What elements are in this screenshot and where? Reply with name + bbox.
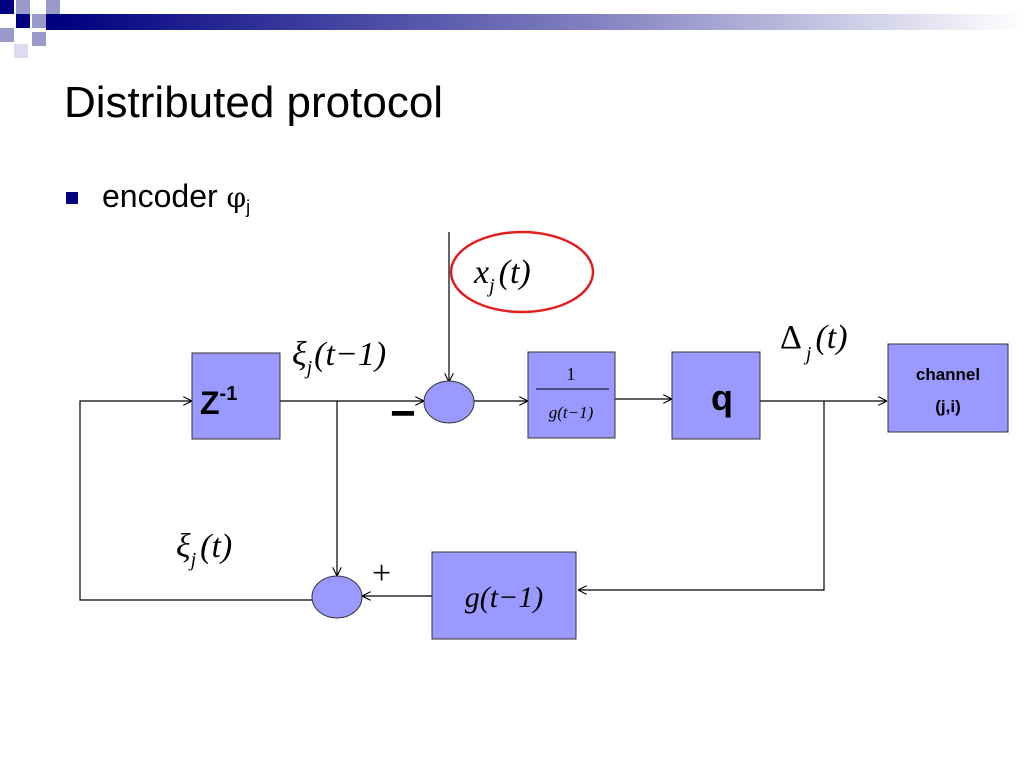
input-highlight-circle <box>449 230 595 314</box>
channel-block: channel (j,i) <box>887 343 1009 433</box>
summing-junction-1 <box>423 380 475 424</box>
header-gradient-bar <box>60 14 1024 30</box>
feedback-gain-label: g(t−1) <box>465 581 544 614</box>
state-loop-arrow <box>79 401 312 601</box>
gain-block: 1 g(t−1) <box>527 351 616 439</box>
phi-subscript: j <box>246 197 251 217</box>
input-signal-label: xj(t) <box>473 254 531 297</box>
plus-sign: + <box>372 555 391 592</box>
header-square <box>0 28 14 42</box>
bullet-item: encoder φj <box>102 178 250 218</box>
header-square <box>32 32 46 46</box>
quantizer-block-label: q <box>711 377 733 418</box>
output-feedback-arrow <box>578 401 825 590</box>
bullet-marker <box>66 192 78 204</box>
header-square <box>0 0 14 14</box>
header-decoration <box>0 0 1024 58</box>
gain-block-denominator: g(t−1) <box>549 403 594 422</box>
channel-block-line1: channel <box>916 365 980 384</box>
slide-title: Distributed protocol <box>64 78 444 127</box>
header-square <box>46 14 60 30</box>
feedback-gain-block: g(t−1) <box>431 551 577 640</box>
delay-block: Z-1 <box>191 352 281 440</box>
state-label: ξj(t) <box>176 528 232 571</box>
header-square <box>46 0 60 14</box>
bullet-text: encoder <box>102 178 227 214</box>
delay-block-main: Z <box>200 385 220 421</box>
summing-junction-2 <box>311 575 363 619</box>
svg-text:Z-1: Z-1 <box>200 383 237 421</box>
minus-sign: − <box>390 389 416 438</box>
header-square <box>14 44 28 58</box>
channel-block-line2: (j,i) <box>935 397 961 416</box>
quantizer-block: q <box>671 351 761 440</box>
header-square <box>16 0 30 14</box>
header-square <box>32 14 46 28</box>
delayed-state-label: ξj(t−1) <box>292 336 386 379</box>
phi-symbol: φ <box>226 181 247 214</box>
gain-block-numerator: 1 <box>567 364 576 384</box>
delay-block-superscript: -1 <box>220 383 238 405</box>
header-square <box>16 14 30 28</box>
